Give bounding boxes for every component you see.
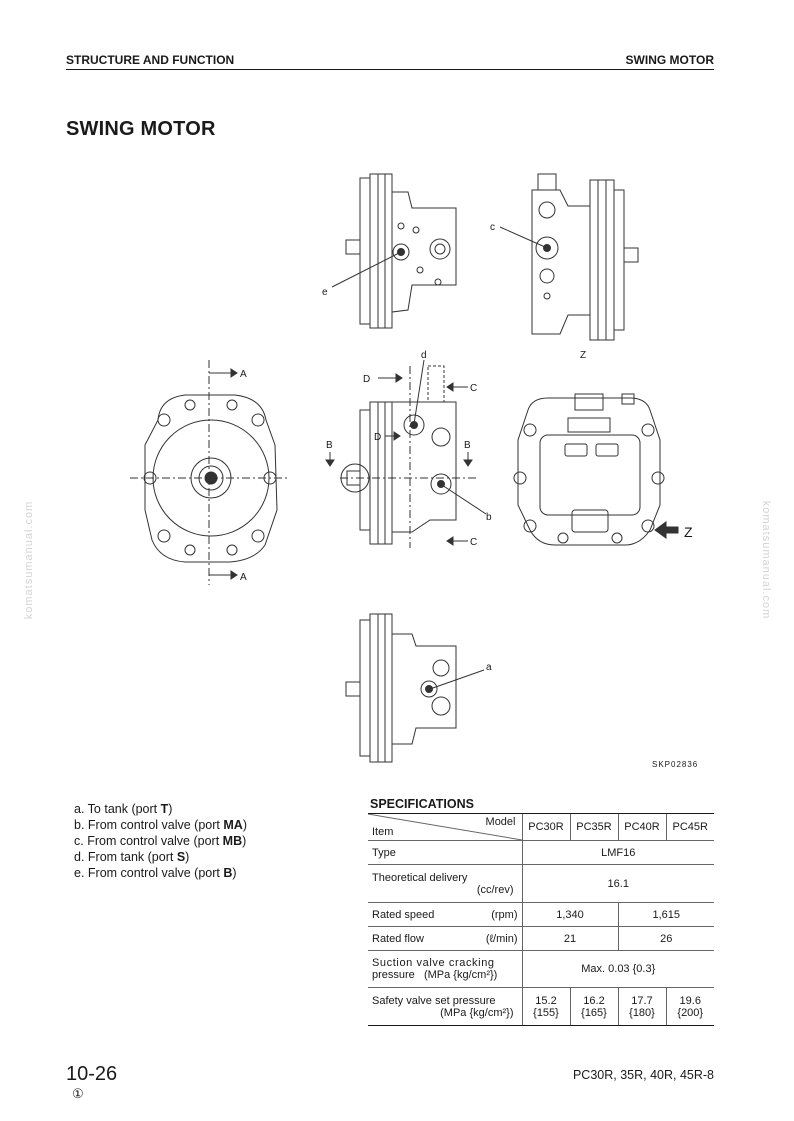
header-topic: SWING MOTOR [625, 53, 714, 67]
suction-label-line1: Suction valve cracking [372, 957, 495, 969]
label-z-arrow: Z [684, 524, 693, 540]
note-item: a. To tank (port T) [74, 802, 173, 816]
suction-cell: Suction valve cracking pressure (MPa {kg… [368, 950, 522, 988]
note-item: e. From control valve (port B) [74, 866, 237, 880]
side-view-port-e: e [322, 173, 457, 329]
table-row: Model Item PC30R PC35R PC40R PC45R [368, 813, 714, 841]
type-label: Type [368, 840, 522, 865]
flow-value-high: 26 [617, 926, 714, 951]
model-header: PC35R [569, 813, 618, 841]
table-row: Theoretical delivery (cc/rev) 16.1 [368, 864, 714, 903]
speed-unit: (rpm) [491, 908, 518, 921]
corner-diagonal [368, 814, 522, 840]
label-b-section-left: B [326, 440, 333, 451]
specifications-title: SPECIFICATIONS [370, 797, 474, 811]
note-item: c. From control valve (port MB) [74, 834, 247, 848]
label-a-top: A [240, 369, 247, 380]
revision-mark: ① [72, 1086, 84, 1101]
side-view-port-a: a [345, 613, 492, 763]
label-a-bottom: A [240, 572, 247, 583]
flow-value-low: 21 [521, 926, 618, 951]
label-a-leader: a [486, 662, 492, 673]
model-header: PC45R [665, 813, 714, 841]
drawing-reference: SKP02836 [652, 760, 698, 769]
note-item: b. From control valve (port MA) [74, 818, 247, 832]
note-item: d. From tank (port S) [74, 850, 190, 864]
safety-unit: (MPa {kg/cm²}) [440, 1006, 514, 1019]
speed-value-high: 1,615 [617, 902, 714, 927]
header-section: STRUCTURE AND FUNCTION [66, 53, 235, 67]
label-c-top: c [490, 222, 495, 233]
page-number: 10-26 [66, 1063, 118, 1085]
model-header: PC40R [617, 813, 666, 841]
section-view: D D C C B B d b [325, 350, 492, 548]
suction-value: Max. 0.03 {0.3} [521, 950, 714, 988]
port-notes: a. To tank (port T) b. From control valv… [74, 801, 247, 881]
table-row: Safety valve set pressure (MPa {kg/cm²})… [368, 987, 714, 1026]
table-row: Type LMF16 [368, 840, 714, 865]
page-header: STRUCTURE AND FUNCTION SWING MOTOR [66, 53, 714, 70]
delivery-value: 16.1 [521, 864, 714, 903]
footer-models: PC30R, 35R, 40R, 45R-8 [572, 1068, 714, 1082]
safety-value: 19.6{200} [665, 987, 714, 1026]
label-d-leader: d [421, 350, 427, 361]
safety-value: 15.2{155} [521, 987, 570, 1026]
model-header: PC30R [521, 813, 570, 841]
safety-value: 17.7{180} [617, 987, 666, 1026]
label-b-section-right: B [464, 440, 471, 451]
delivery-unit: (cc/rev) [476, 883, 514, 896]
speed-label: Rated speed [372, 908, 435, 921]
label-b-leader: b [486, 512, 492, 523]
safety-value: 16.2{165} [569, 987, 618, 1026]
page-title: SWING MOTOR [66, 118, 216, 140]
side-view-port-c: c Z [490, 173, 639, 361]
delivery-cell: Theoretical delivery (cc/rev) [368, 864, 522, 903]
type-value: LMF16 [521, 840, 714, 865]
col-model-label: Model [485, 816, 516, 828]
label-c-section-lower: C [470, 537, 477, 548]
col-item-label: Item [372, 826, 394, 838]
label-d-section-lower: D [374, 432, 381, 443]
table-row: Suction valve cracking pressure (MPa {kg… [368, 950, 714, 988]
suction-unit: (MPa {kg/cm²}) [423, 969, 498, 981]
rear-view: Z [513, 393, 693, 546]
label-c-section-upper: C [470, 383, 477, 394]
speed-cell: Rated speed (rpm) [368, 902, 522, 927]
model-item-corner: Model Item [368, 813, 522, 841]
suction-label-line2: pressure [372, 969, 415, 981]
delivery-label: Theoretical delivery [372, 871, 468, 884]
front-view: A A [130, 360, 290, 585]
label-d-section-upper: D [363, 374, 370, 385]
table-row: Rated flow (ℓ/min) 21 26 [368, 926, 714, 951]
speed-value-low: 1,340 [521, 902, 618, 927]
label-z-top: Z [580, 350, 586, 361]
safety-cell: Safety valve set pressure (MPa {kg/cm²}) [368, 987, 522, 1026]
label-e: e [322, 287, 328, 298]
flow-cell: Rated flow (ℓ/min) [368, 926, 522, 951]
specifications-table: Model Item PC30R PC35R PC40R PC45R Type … [368, 813, 714, 1026]
safety-label: Safety valve set pressure [372, 994, 496, 1007]
flow-label: Rated flow [372, 932, 424, 945]
table-row: Rated speed (rpm) 1,340 1,615 [368, 902, 714, 927]
flow-unit: (ℓ/min) [485, 932, 518, 945]
